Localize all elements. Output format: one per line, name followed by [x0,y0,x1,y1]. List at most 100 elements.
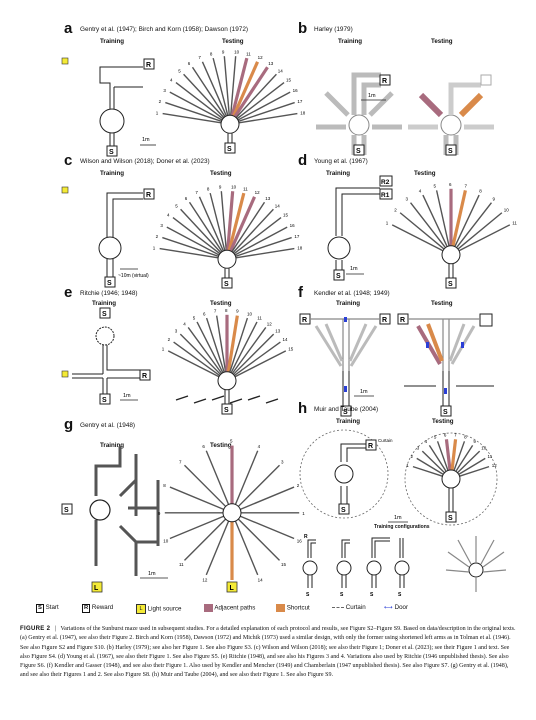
maze-arm [240,515,295,540]
start-box [224,142,236,154]
svg-text:S: S [109,149,114,156]
arm-number: 17 [294,234,300,239]
maze-arm [220,191,227,251]
caption-text: Variations of the Sunburst maze used in … [20,626,516,679]
light-label: L [230,585,235,592]
legend-light-source: L Light source [136,604,181,614]
maze-arm [205,450,230,505]
panel-h-title: Muir and Taube (2004) [314,406,379,413]
arm-number: 5 [175,204,178,209]
maze-arm [226,191,235,251]
arm-number: 1 [302,511,305,516]
arm-number: 10 [504,208,510,213]
maze-arm [455,444,474,472]
panel-b-testing-maze: S [408,74,494,156]
arm-number: 10 [247,311,253,316]
svg-text:R: R [302,317,307,324]
panel-b-letter: b [298,20,308,37]
maze-arm [233,341,281,377]
panel-f: f Kendler et al. (1948; 1949) Training T… [296,284,516,417]
legend-door: ⟷ Door [384,604,409,611]
panel-h-training-label: Training [336,418,361,425]
caption-separator: | [54,626,57,632]
maze-arm [456,450,481,474]
maze-arm [234,350,287,378]
maze-arm [235,247,295,259]
panel-g-testing-maze: 12345678910111213141516L [158,439,305,593]
arm-number: 2 [394,208,397,213]
svg-text:S: S [370,592,374,598]
maze-arm [205,520,230,576]
arm-number: 13 [268,61,274,66]
maze-arm [172,217,221,255]
maze-arm [191,66,226,118]
arm-number: 6 [444,432,447,437]
arm-number: 3 [160,223,163,228]
maze-arm [232,61,260,117]
maze-hub [441,469,461,489]
maze-arm [212,57,229,116]
maze-arm [238,101,295,123]
arm-number: 3 [163,88,166,93]
hatch-mark [229,398,243,404]
arm-number: 9 [236,309,239,314]
legend-shortcut: Shortcut [276,604,310,612]
panel-b: b Harley (1979) Training Testing R S 1m … [296,20,516,156]
panel-g-training-label: Training [100,442,125,449]
maze-arm [169,91,223,121]
panel-a-title: Gentry et al. (1947); Birch and Korn (19… [80,26,249,33]
svg-text:L: L [94,585,99,592]
arm-number: 5 [193,316,196,321]
arm-number: 10 [231,184,237,189]
svg-text:R: R [146,62,151,69]
maze-arm [230,57,249,116]
arm-number: 3 [405,197,408,202]
svg-text:S: S [341,507,346,514]
light-box [226,581,238,593]
svg-text:S: S [102,397,107,404]
arm-number: 7 [464,184,467,189]
legend-curtain: Curtain [332,604,366,611]
panel-e-training-maze: S R S 1m [61,307,151,405]
arm-number: 5 [230,439,233,444]
maze-arm [234,520,259,576]
maze-arm [422,194,448,247]
hatch-mark [265,398,279,404]
arm-number: 16 [293,88,299,93]
arm-number: 5 [434,184,437,189]
legend-adjacent: Adjacent paths [204,604,255,612]
panel-a-training-maze: R S 1m [61,57,156,157]
panel-g-scale: 1m [148,571,156,577]
maze-arm [233,66,269,118]
arm-number: 8 [210,51,213,56]
arm-number: 3 [175,329,178,334]
arm-number: 12 [492,463,498,468]
panel-e-scale: 1m [123,393,131,399]
panel-e-testing-label: Testing [210,300,232,307]
arm-number: 15 [286,78,292,83]
panel-f-scale: 1m [360,389,368,395]
start-label: S [224,281,229,288]
arm-number: 7 [179,460,182,465]
svg-text:S: S [306,592,310,598]
arm-number: 7 [454,432,457,437]
panel-f-training-maze: R R S 1m [299,313,391,417]
arm-number: 9 [222,49,225,54]
maze-arm [226,315,239,373]
maze-arm [451,190,467,247]
arm-number: 4 [425,439,428,444]
maze-arm [183,518,227,561]
panel-c: c Wilson and Wilson (2018); Doner et al.… [60,152,303,289]
svg-text:S: S [343,409,348,416]
arm-number: 8 [225,308,228,313]
maze-arm [229,196,257,252]
panel-c-training-label: Training [100,170,125,177]
maze-arm [205,317,225,373]
panel-d-training-maze: R2 R1 S 1m [327,175,393,281]
svg-text:S: S [340,592,344,598]
svg-text:R: R [146,192,151,199]
arm-number: 6 [203,311,206,316]
svg-text:S: S [107,280,112,287]
maze-arm [421,450,446,474]
maze-arm [436,441,449,471]
